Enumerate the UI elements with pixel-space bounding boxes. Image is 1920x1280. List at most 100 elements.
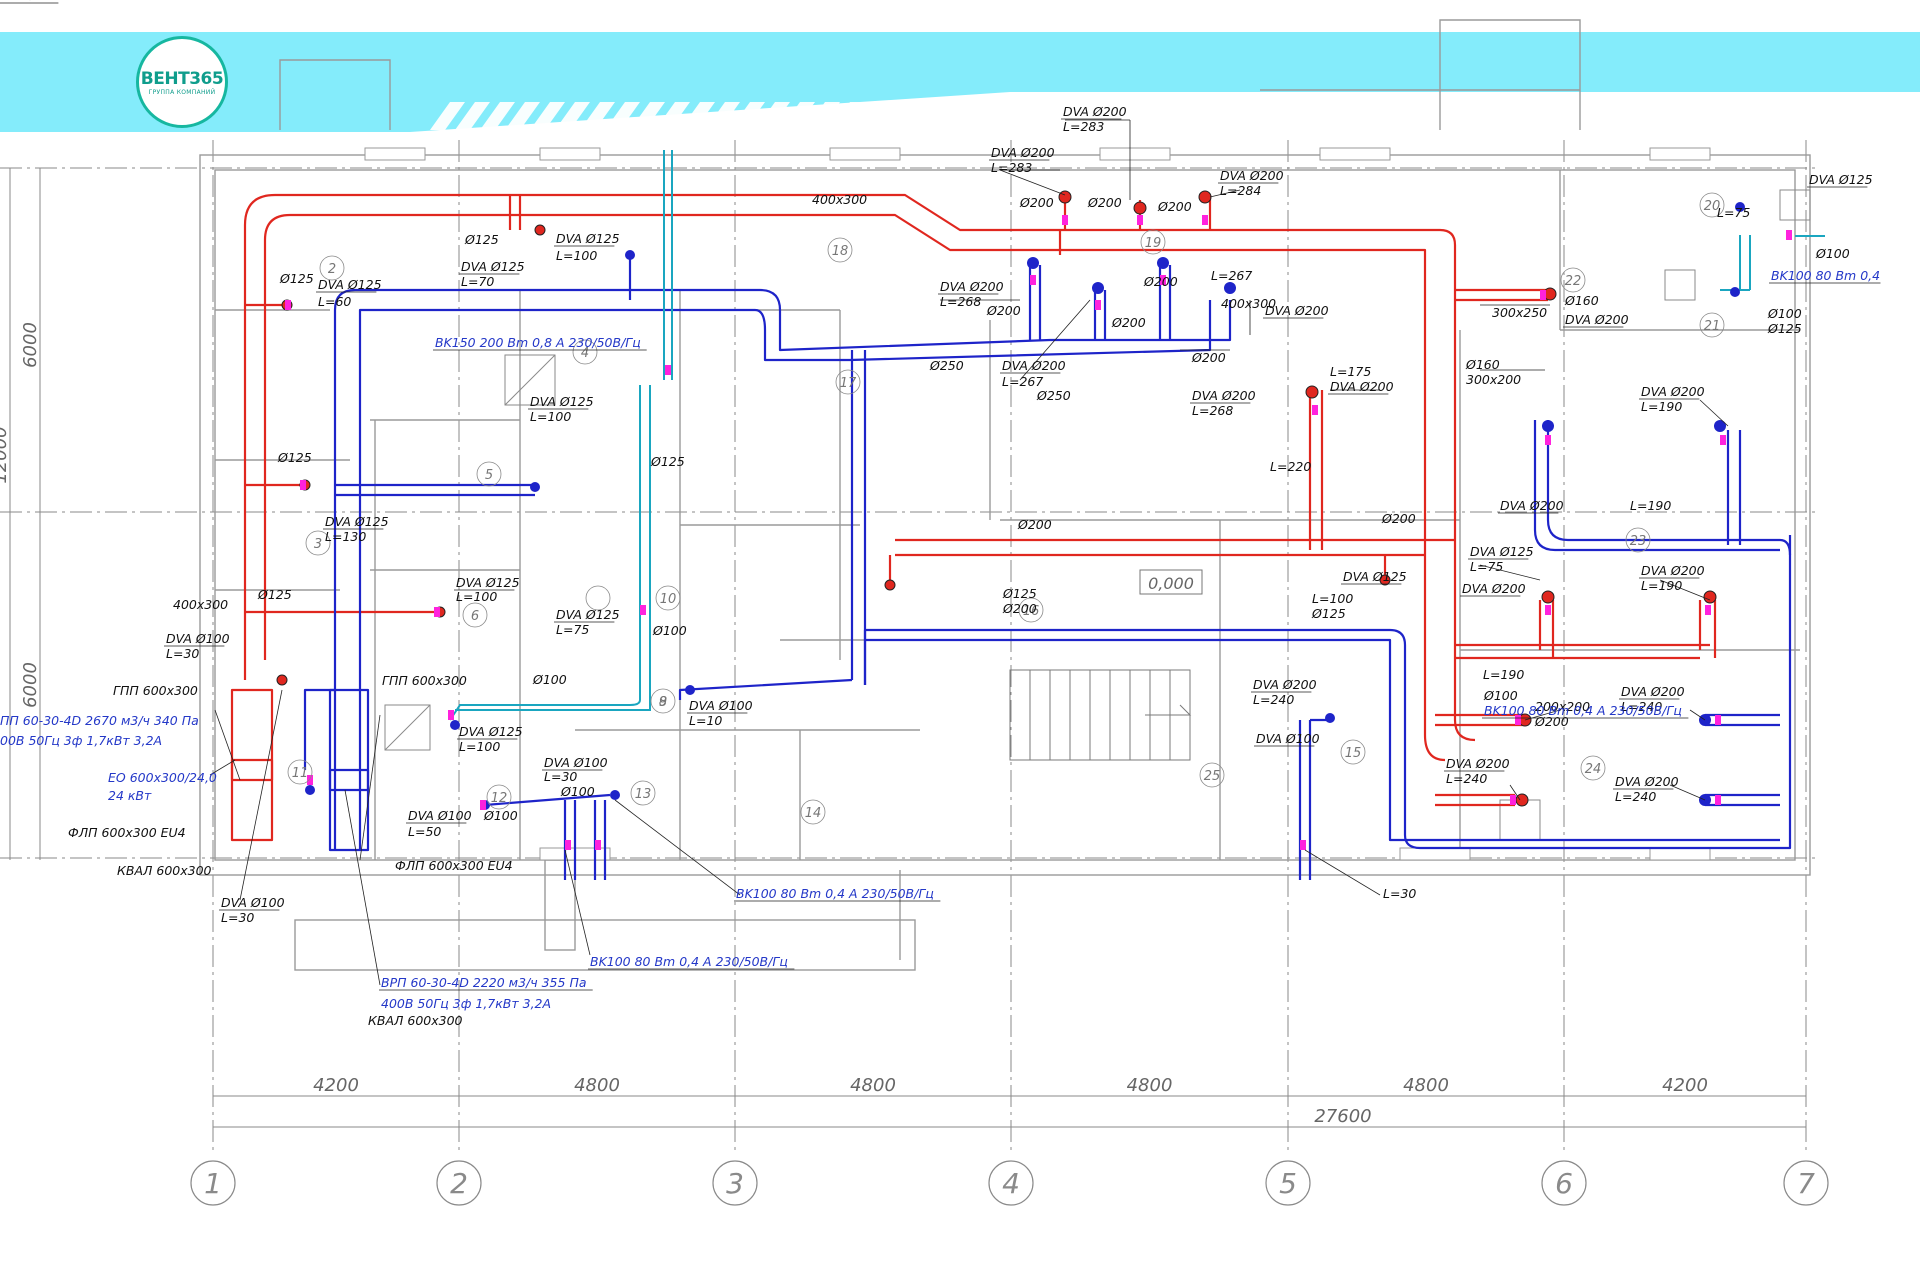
annotation-label: L=268 xyxy=(940,294,981,309)
annotation-label: L=240 xyxy=(1253,692,1294,707)
annotation-label: DVA Ø200 xyxy=(1253,677,1317,692)
grid-axis-label: 1 xyxy=(204,1167,222,1200)
annotation-label: L=240 xyxy=(1615,789,1656,804)
room-number: 20 xyxy=(1704,199,1721,214)
room-number: 18 xyxy=(832,244,849,259)
annotation-label: 400x300 xyxy=(1221,296,1276,311)
grid-axis-circle xyxy=(1541,1160,1587,1206)
annotation-label: L=130 xyxy=(325,529,366,544)
annotation-label: L=30 xyxy=(1383,886,1416,901)
level-mark-text: 0,000 xyxy=(1148,574,1194,593)
annotation-label: Ø100 xyxy=(652,623,687,638)
annotation-label: L=30 xyxy=(166,646,199,661)
annotation-label: Ø125 xyxy=(650,454,685,469)
grid-axis-circle xyxy=(190,1160,236,1206)
grid-axis-label: 3 xyxy=(726,1167,744,1200)
room-number: 11 xyxy=(292,766,309,781)
annotation-label: Ø100 xyxy=(560,784,595,799)
room-numbers xyxy=(287,192,1725,825)
annotation-label: DVA Ø100 xyxy=(408,808,472,823)
annotation-label: L=190 xyxy=(1630,498,1671,513)
annotation-label: L=100 xyxy=(0,0,41,3)
annotation-label: L=75 xyxy=(1470,559,1503,574)
annotation-label: Ø125 xyxy=(1767,321,1802,336)
annotation-label: 400В 50Гц 3ф 1,7кВт 3,2А xyxy=(381,996,551,1011)
annotation-label: L=100 xyxy=(530,409,571,424)
room-number: 14 xyxy=(805,806,822,821)
annotation-label: Ø100 xyxy=(1767,306,1802,321)
annotation-label: DVA Ø200 xyxy=(1446,756,1510,771)
room-number: 13 xyxy=(635,787,652,802)
annotation-label: DVA Ø125 xyxy=(556,607,620,622)
annotation-label: КВАЛ 600x300 xyxy=(368,1013,463,1028)
annotation-label: L=220 xyxy=(1270,459,1311,474)
annotation-label: Ø200 xyxy=(1087,195,1122,210)
walls xyxy=(199,19,1811,971)
room-number: 22 xyxy=(1565,274,1582,289)
annotation-label: L=30 xyxy=(221,910,254,925)
room-number: 12 xyxy=(491,791,508,806)
annotation-label: DVA Ø200 xyxy=(1641,384,1705,399)
dimension-span-label: 4800 xyxy=(850,1075,896,1096)
annotation-label: L=267 xyxy=(1002,374,1043,389)
grid-axis-circle xyxy=(436,1160,482,1206)
level-mark: 0,000 xyxy=(1139,569,1203,595)
annotation-label: DVA Ø125 xyxy=(1470,544,1534,559)
annotation-label: DVA Ø125 xyxy=(459,724,523,739)
room-number: 2 xyxy=(328,262,336,277)
annotation-label: 00В 50Гц 3ф 1,7кВт 3,2А xyxy=(0,733,162,748)
annotation-label: BK150 200 Bm 0,8 A 230/50В/Гц xyxy=(435,335,641,350)
annotation-label: DVA Ø125 xyxy=(1809,172,1873,187)
annotation-label: Ø200 xyxy=(1143,274,1178,289)
room-number: 6 xyxy=(471,609,479,624)
grid-axis-label: 6 xyxy=(1555,1167,1573,1200)
annotation-label: DVA Ø200 xyxy=(1641,563,1705,578)
annotation-label: DVA Ø200 xyxy=(1220,168,1284,183)
annotation-label: DVA Ø125 xyxy=(325,514,389,529)
grid-axis-label: 5 xyxy=(1279,1167,1297,1200)
company-logo: ВЕНТ365 ГРУППА КОМПАНИЙ xyxy=(136,36,228,128)
total-dimension: 27600 xyxy=(1314,1106,1371,1127)
annotation-label: DVA Ø100 xyxy=(544,755,608,770)
annotation-label: L=190 xyxy=(1641,578,1682,593)
annotation-label: L=10 xyxy=(689,713,722,728)
grid-axis-circle xyxy=(988,1160,1034,1206)
annotation-label: L=240 xyxy=(1621,699,1662,714)
room-number: 15 xyxy=(1345,746,1362,761)
room-number: 4 xyxy=(581,346,589,361)
annotation-label: ФЛП 600x300 EU4 xyxy=(68,825,186,840)
annotation-label: DVA Ø100 xyxy=(221,895,285,910)
annotation-label: DVA Ø100 xyxy=(689,698,753,713)
annotation-label: L=70 xyxy=(461,274,494,289)
annotation-label: Ø200 xyxy=(1191,350,1226,365)
annotation-label: L=75 xyxy=(556,622,589,637)
exhaust-ducts xyxy=(303,255,1792,880)
annotation-label: DVA Ø200 xyxy=(940,279,1004,294)
annotation-label: Ø200 xyxy=(986,303,1021,318)
room-number: 17 xyxy=(840,376,857,391)
annotation-label: DVA Ø200 xyxy=(1500,498,1564,513)
annotation-label: Ø250 xyxy=(1036,388,1071,403)
grid-axis-circle xyxy=(712,1160,758,1206)
annotation-label: L=267 xyxy=(1211,268,1252,283)
annotation-label: DVA Ø200 xyxy=(1462,581,1526,596)
annotation-label: Ø125 xyxy=(257,587,292,602)
room-number: 10 xyxy=(660,592,677,607)
annotation-label: Ø200 xyxy=(1017,517,1052,532)
room-number: 23 xyxy=(1630,534,1647,549)
annotation-label: L=240 xyxy=(1446,771,1487,786)
connection-marks xyxy=(285,215,1792,850)
annotation-label: Ø125 xyxy=(279,271,314,286)
annotation-label: Ø160 xyxy=(1465,357,1500,372)
annotation-label: 24 кВт xyxy=(108,788,152,803)
room-number: 16 xyxy=(1023,604,1040,619)
annotation-label: DVA Ø100 xyxy=(1256,731,1320,746)
annotation-label: Ø200 xyxy=(1019,195,1054,210)
annotation-label: BK100 80 Bm 0,4 A 230/50В/Гц xyxy=(590,954,788,969)
annotation-label: Ø100 xyxy=(532,672,567,687)
annotation-label: L=284 xyxy=(1220,183,1261,198)
dimension-span-label: 4200 xyxy=(1662,1075,1708,1096)
